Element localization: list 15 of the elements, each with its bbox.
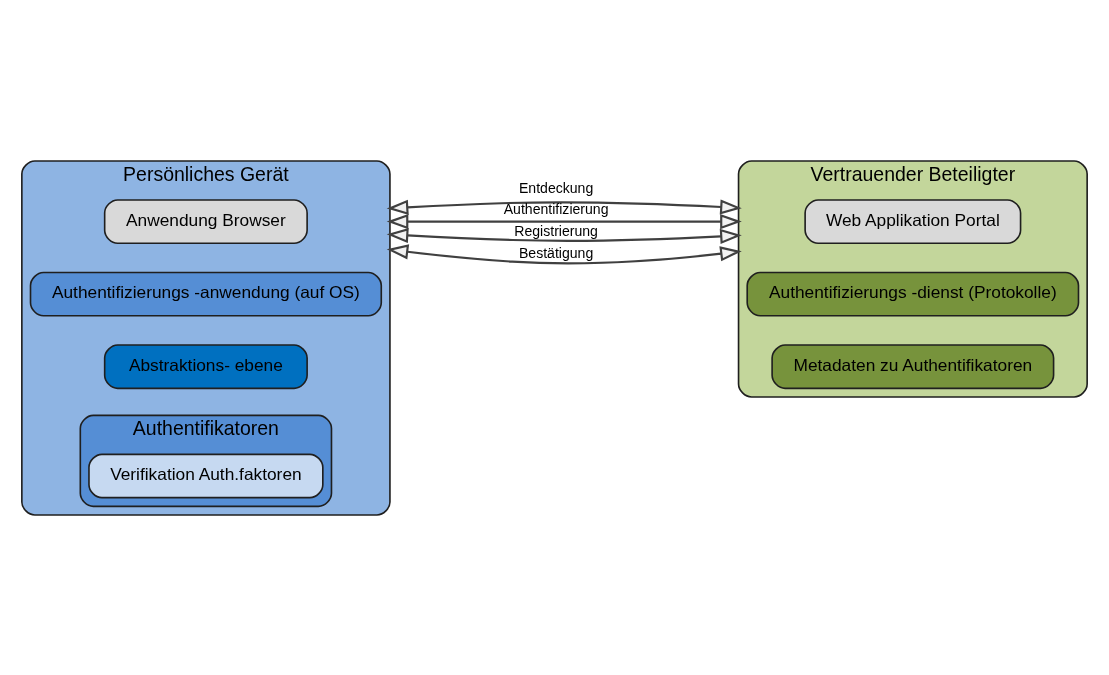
edge-label: Entdeckung (518, 179, 594, 196)
arrow (386, 227, 742, 244)
edge-label: Registrierung (514, 222, 598, 239)
arrow (386, 198, 742, 215)
node-box: Metadaten zu Authentifikatoren (771, 343, 1055, 389)
node-box: Abstraktions- ebene (103, 343, 308, 389)
edge-label: Bestätigung (518, 244, 594, 261)
node-box: Authentifizierungs -dienst (Protokolle) (746, 271, 1080, 317)
node-box: Web Applikation Portal (804, 198, 1022, 244)
arrow (386, 243, 742, 264)
node-box: Authentifizierungs -anwendung (auf OS) (29, 271, 383, 317)
arrow (386, 213, 742, 229)
node-box: Verifikation Auth.faktoren (88, 453, 324, 498)
edge-label: Authentifizierung (503, 200, 609, 217)
node-box: Anwendung Browser (103, 198, 308, 244)
